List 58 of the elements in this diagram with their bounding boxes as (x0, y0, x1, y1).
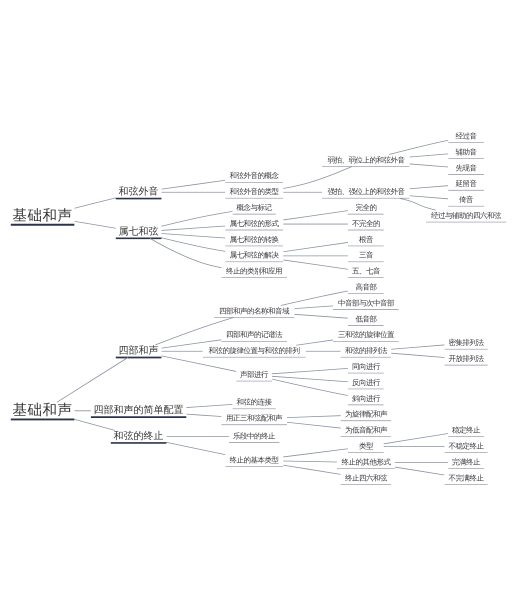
connector (161, 180, 226, 190)
connector (305, 350, 341, 352)
node-text: 和弦外音 (118, 186, 159, 198)
connector (74, 410, 92, 412)
connector (282, 255, 348, 256)
node-text: 四部和声 (118, 346, 159, 357)
connector (409, 164, 448, 168)
connector (161, 237, 226, 252)
connector (282, 242, 348, 252)
connector (272, 368, 348, 374)
connector (161, 226, 226, 231)
connector (272, 376, 348, 382)
connector (282, 260, 348, 270)
connector (296, 340, 334, 346)
connector (161, 233, 226, 238)
connector (294, 314, 348, 319)
connector (394, 462, 448, 463)
connector (409, 185, 448, 190)
connector (282, 210, 348, 220)
connector (282, 448, 348, 458)
connector (74, 220, 116, 229)
node-text: 和弦的终止 (114, 430, 164, 442)
connector (282, 192, 322, 193)
connector (390, 352, 445, 358)
connector (294, 305, 334, 310)
connector (161, 192, 226, 193)
connector (282, 460, 338, 462)
node-text: 基础和声 (12, 208, 73, 224)
connector (282, 166, 352, 189)
connector (272, 378, 348, 396)
node-text: 基础和声 (12, 402, 73, 419)
connector (166, 442, 226, 455)
node-text: 属七和弦 (118, 226, 159, 238)
connector (166, 436, 230, 438)
connector (286, 422, 342, 428)
connector (286, 415, 342, 418)
connector (390, 344, 445, 350)
connector (155, 317, 234, 346)
connector (161, 355, 237, 372)
connector (282, 464, 341, 475)
connector (409, 195, 448, 200)
connector (74, 197, 116, 209)
connector (186, 414, 222, 417)
connector (56, 357, 128, 403)
connector (150, 238, 222, 268)
connector (161, 339, 222, 349)
connector (388, 140, 449, 155)
connector (399, 198, 436, 211)
connector (280, 290, 348, 306)
connector (74, 418, 116, 431)
connector (409, 154, 448, 158)
connector (161, 211, 233, 227)
connector (394, 466, 445, 476)
connector (383, 446, 445, 447)
connector (161, 350, 204, 352)
connector (383, 433, 448, 444)
node-text: 四部和声的简单配置 (94, 405, 184, 416)
connector (186, 404, 233, 408)
